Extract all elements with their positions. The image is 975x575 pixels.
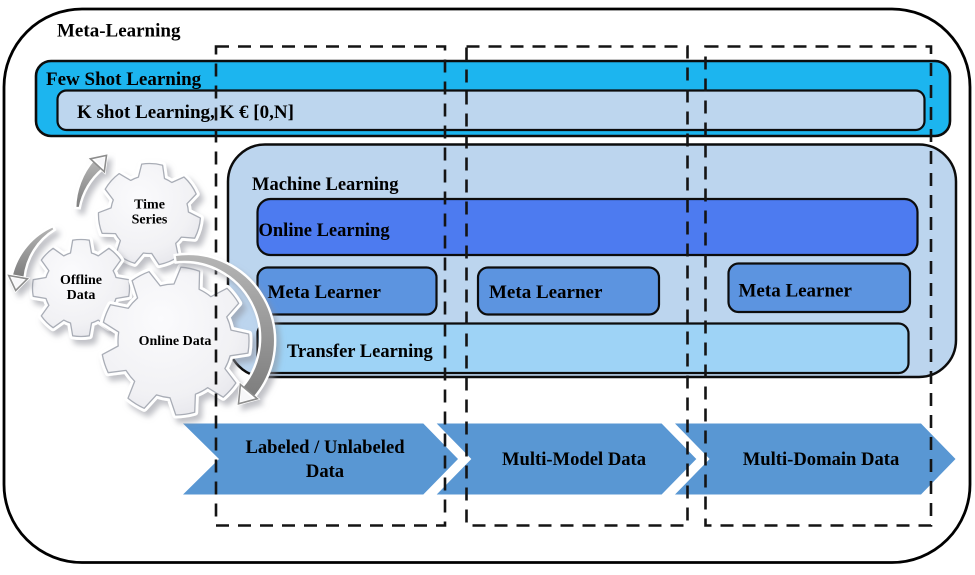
svg-text:K shot Learning, K € [0,N]: K shot Learning, K € [0,N]	[77, 102, 294, 123]
svg-text:Machine Learning: Machine Learning	[252, 175, 399, 195]
svg-text:Meta Learner: Meta Learner	[268, 282, 382, 303]
svg-text:Meta Learner: Meta Learner	[739, 281, 853, 302]
svg-text:Time: Time	[134, 198, 165, 213]
svg-text:Few Shot Learning: Few Shot Learning	[46, 69, 202, 90]
svg-text:Transfer Learning: Transfer Learning	[287, 342, 434, 362]
svg-text:Offline: Offline	[60, 273, 102, 288]
svg-text:Multi-Model Data: Multi-Model Data	[502, 449, 647, 470]
svg-text:Series: Series	[132, 213, 168, 228]
svg-text:Multi-Domain Data: Multi-Domain Data	[743, 449, 900, 470]
svg-text:Meta Learner: Meta Learner	[489, 282, 603, 303]
svg-text:Data: Data	[306, 461, 345, 482]
svg-text:Meta-Learning: Meta-Learning	[57, 21, 181, 42]
svg-text:Online Data: Online Data	[139, 334, 212, 349]
svg-text:Online Learning: Online Learning	[259, 221, 391, 241]
svg-text:Labeled / Unlabeled: Labeled / Unlabeled	[245, 437, 405, 458]
svg-text:Data: Data	[67, 288, 96, 303]
